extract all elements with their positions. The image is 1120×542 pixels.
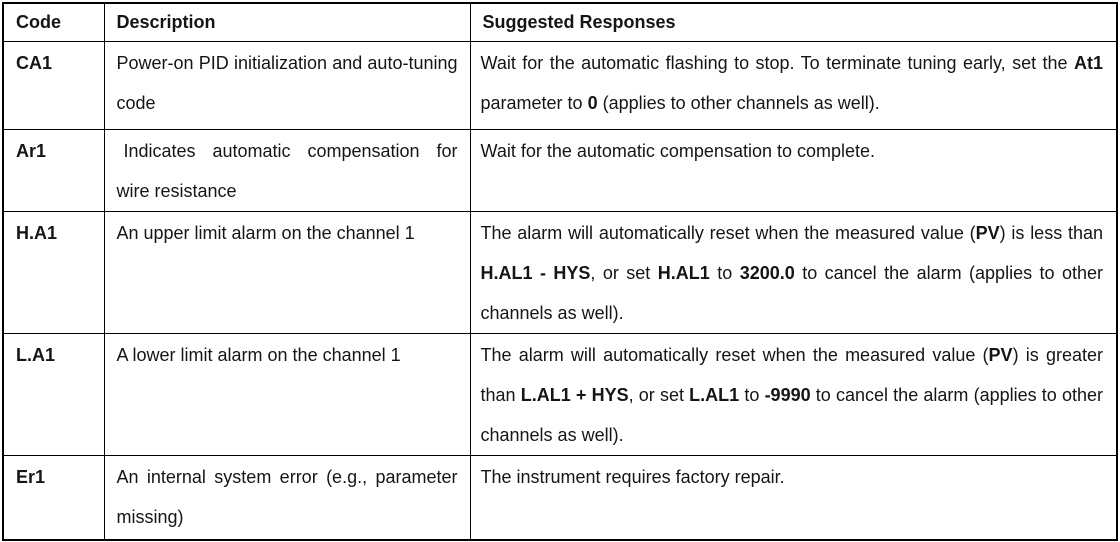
description-cell: An upper limit alarm on the channel 1 xyxy=(103,210,471,334)
table-row: CA1 Power-on PID initialization and auto… xyxy=(2,40,1118,130)
table-row: H.A1 An upper limit alarm on the channel… xyxy=(2,210,1118,334)
code-cell: Er1 xyxy=(2,454,105,541)
table-header-row: Code Description Suggested Responses xyxy=(2,2,1118,42)
description-cell: An internal system error (e.g., paramete… xyxy=(103,454,471,541)
table-row: L.A1 A lower limit alarm on the channel … xyxy=(2,332,1118,456)
code-cell: CA1 xyxy=(2,40,105,130)
response-cell: The instrument requires factory repair. xyxy=(469,454,1118,541)
response-cell: Wait for the automatic compensation to c… xyxy=(469,128,1118,212)
description-cell: Indicates automatic compensation for wir… xyxy=(103,128,471,212)
description-cell: Power-on PID initialization and auto‑tun… xyxy=(103,40,471,130)
response-cell: The alarm will automatically reset when … xyxy=(469,210,1118,334)
col-header-description: Description xyxy=(103,2,471,42)
col-header-code: Code xyxy=(2,2,105,42)
table-row: Ar1 Indicates automatic compensation for… xyxy=(2,128,1118,212)
response-cell: Wait for the automatic flashing to stop.… xyxy=(469,40,1118,130)
response-cell: The alarm will automatically reset when … xyxy=(469,332,1118,456)
table-row: Er1 An internal system error (e.g., para… xyxy=(2,454,1118,541)
code-cell: H.A1 xyxy=(2,210,105,334)
code-cell: Ar1 xyxy=(2,128,105,212)
col-header-suggested-responses: Suggested Responses xyxy=(469,2,1118,42)
code-cell: L.A1 xyxy=(2,332,105,456)
description-cell: A lower limit alarm on the channel 1 xyxy=(103,332,471,456)
